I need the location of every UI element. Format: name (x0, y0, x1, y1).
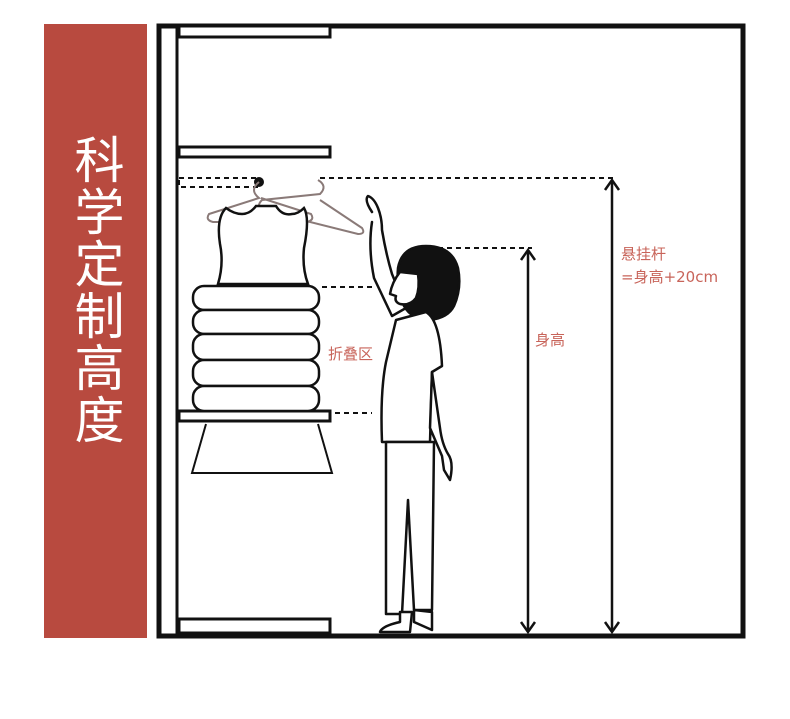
label-folding-zone: 折叠区 (328, 345, 374, 363)
body-height-arrow (519, 247, 537, 635)
hanging-rod (178, 177, 260, 188)
hanger-front (206, 181, 314, 223)
person-figure (365, 194, 461, 634)
title-text: 科学定制高度 (66, 134, 125, 446)
lower-hanging-item (190, 423, 334, 474)
shelf-bottom (177, 617, 332, 635)
folded-clothes-stack (191, 284, 321, 413)
label-rod-line2: =身高+20cm (621, 268, 719, 286)
rod-height-arrow (603, 177, 621, 635)
shelf-middle (177, 409, 332, 423)
hanging-garment (216, 204, 310, 286)
title-band: 科学定制高度 (44, 24, 147, 638)
shelf-upper (177, 145, 332, 159)
label-rod-line1: 悬挂杆 (621, 245, 667, 263)
wardrobe-frame (156, 23, 746, 639)
label-body-height: 身高 (535, 331, 566, 349)
shelf-top (177, 24, 332, 39)
